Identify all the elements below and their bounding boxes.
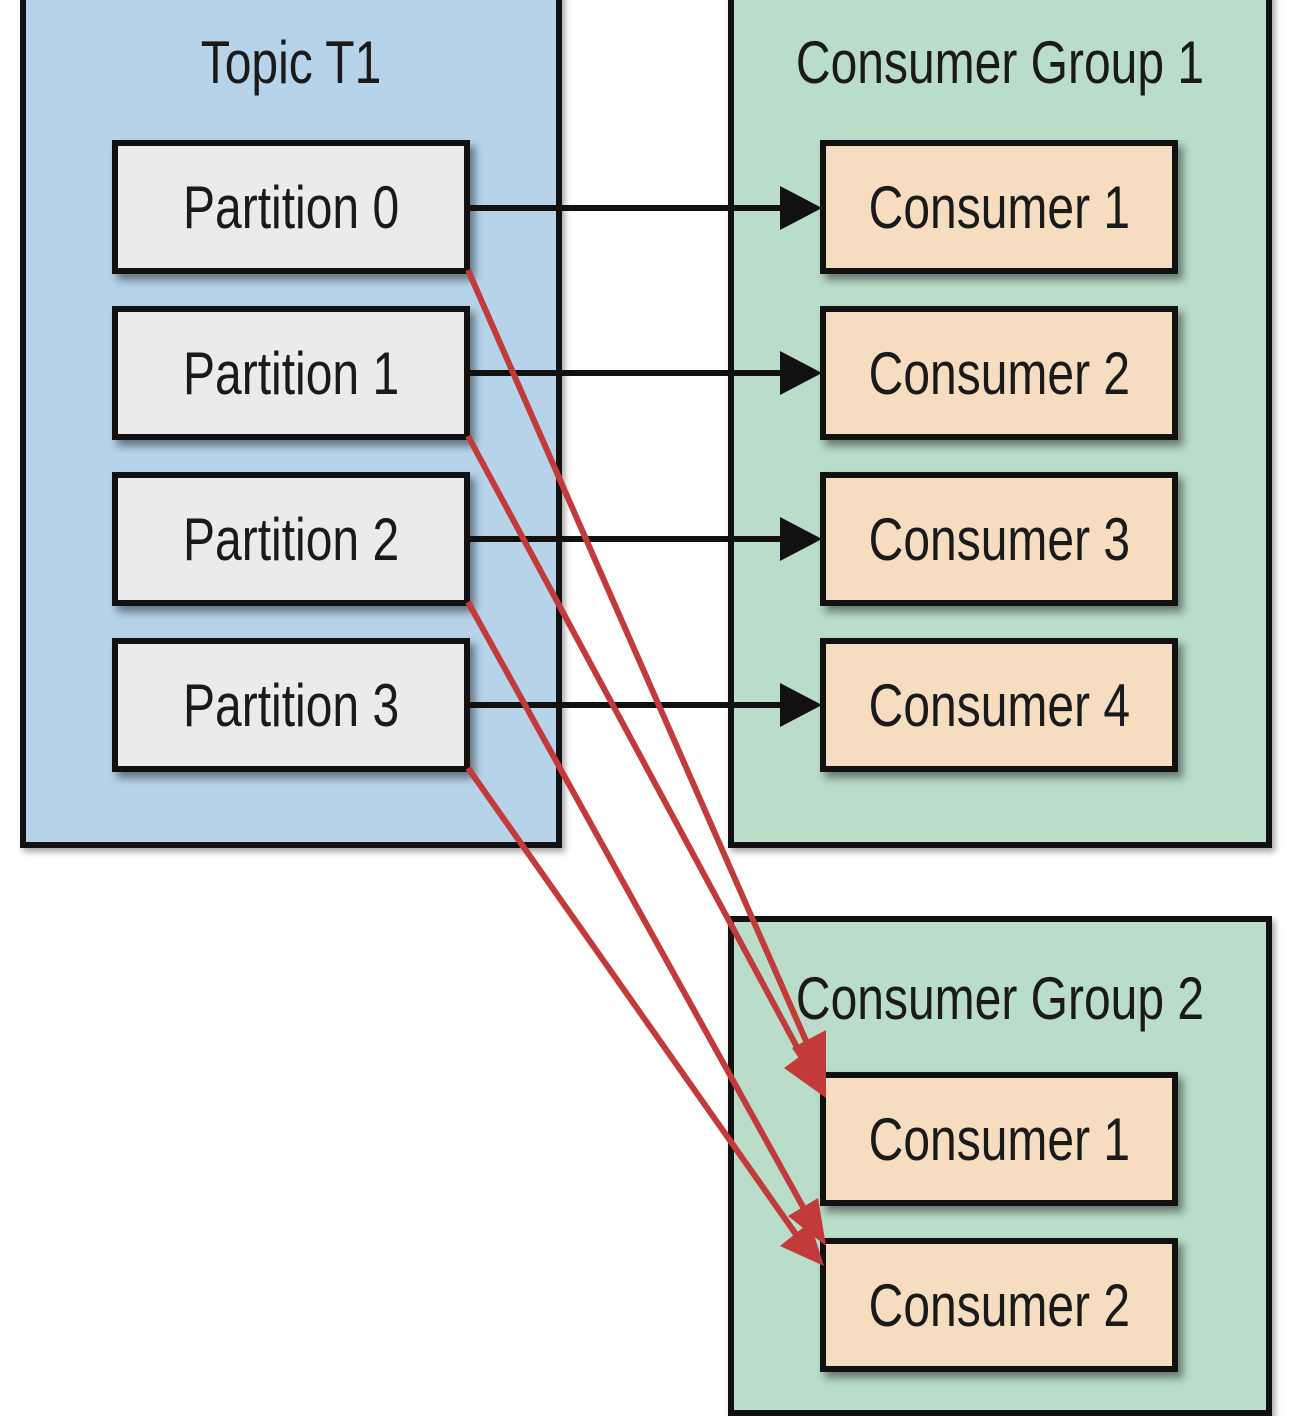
group1-consumer-3: Consumer 3 — [820, 472, 1178, 606]
group2-consumer-1-label: Consumer 1 — [868, 1105, 1130, 1173]
group2-consumer-1: Consumer 1 — [820, 1072, 1178, 1206]
topic-title: Topic T1 — [200, 29, 382, 96]
partition-3: Partition 3 — [112, 638, 470, 772]
partition-0-label: Partition 0 — [182, 173, 400, 241]
partition-2: Partition 2 — [112, 472, 470, 606]
partition-3-label: Partition 3 — [182, 671, 400, 739]
partition-0: Partition 0 — [112, 140, 470, 274]
group1-consumer-4-label: Consumer 4 — [868, 671, 1130, 739]
consumer-group-2-title: Consumer Group 2 — [795, 965, 1205, 1032]
group1-consumer-2: Consumer 2 — [820, 306, 1178, 440]
group1-consumer-4: Consumer 4 — [820, 638, 1178, 772]
group2-consumer-2-label: Consumer 2 — [868, 1271, 1130, 1339]
group1-consumer-1-label: Consumer 1 — [868, 173, 1130, 241]
partition-2-label: Partition 2 — [182, 505, 400, 573]
partition-1-label: Partition 1 — [182, 339, 400, 407]
group1-consumer-2-label: Consumer 2 — [868, 339, 1130, 407]
group2-consumer-2: Consumer 2 — [820, 1238, 1178, 1372]
group1-consumer-1: Consumer 1 — [820, 140, 1178, 274]
group1-consumer-3-label: Consumer 3 — [868, 505, 1130, 573]
partition-1: Partition 1 — [112, 306, 470, 440]
consumer-group-1-title: Consumer Group 1 — [795, 29, 1205, 96]
